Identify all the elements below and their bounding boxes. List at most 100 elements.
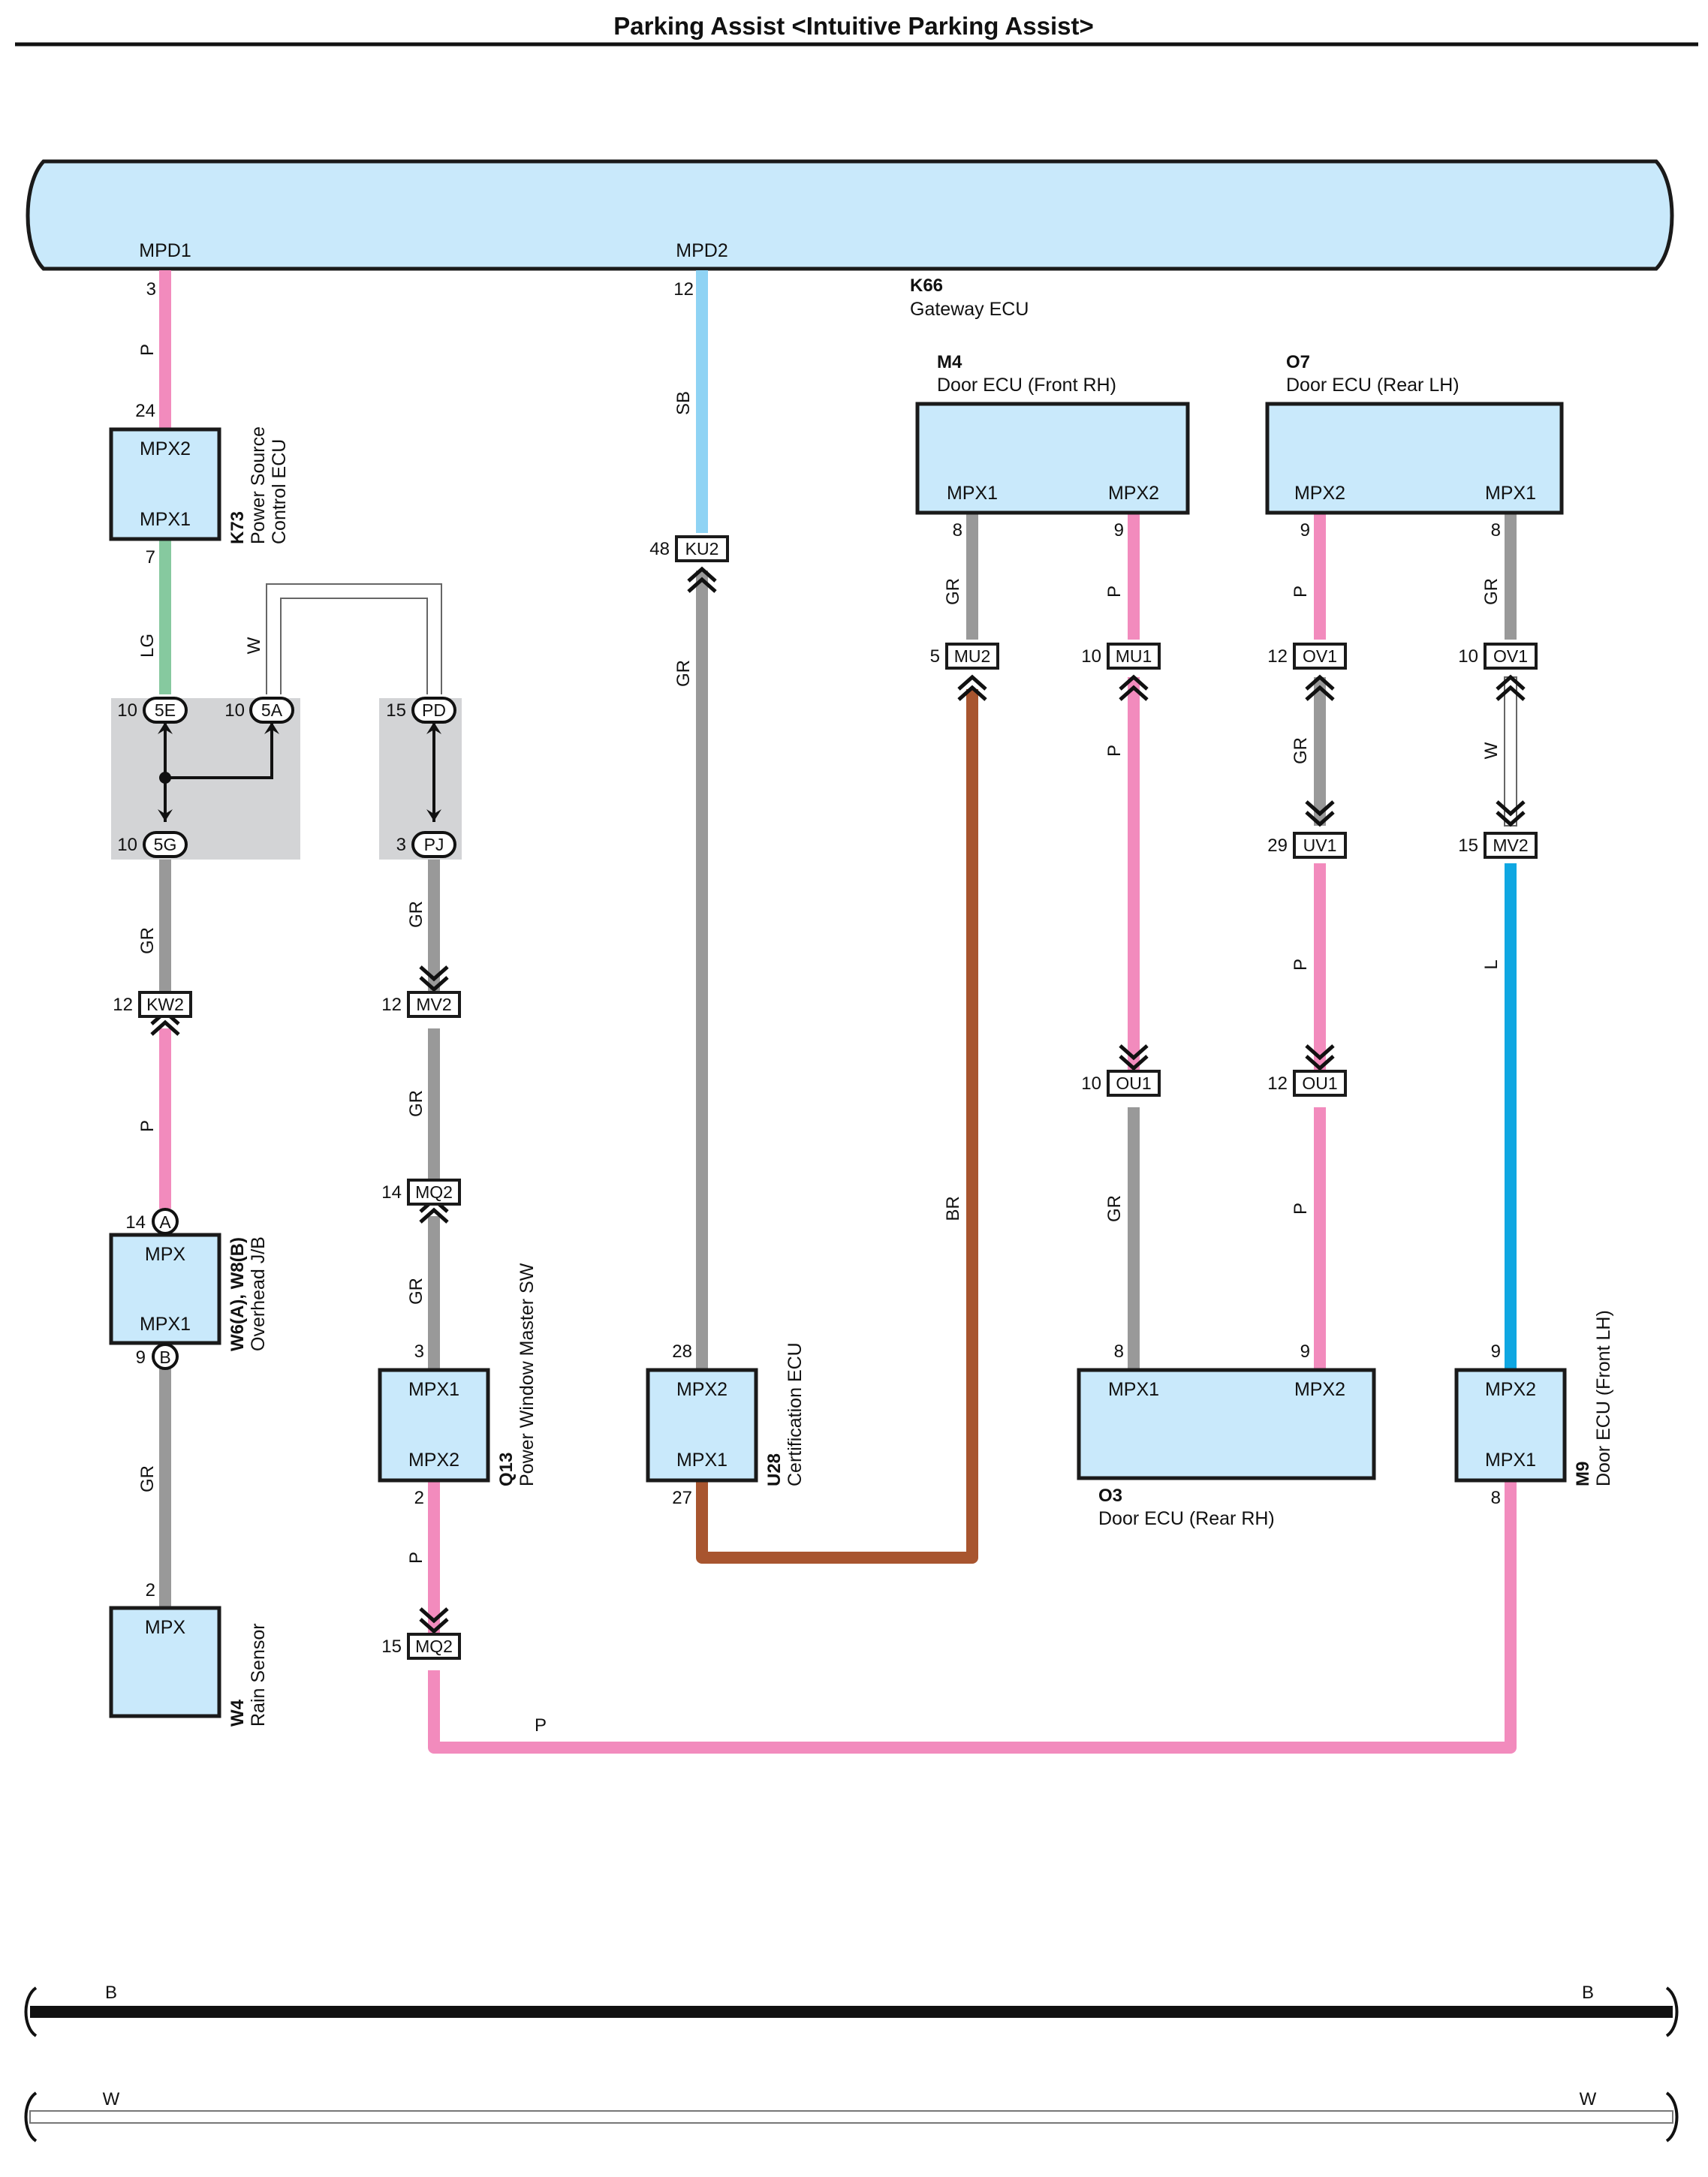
pin-kw2: 12: [113, 995, 133, 1015]
gateway-bus-bar: [26, 159, 1674, 271]
rain-top-signal: MPX: [145, 1617, 186, 1638]
component-m9: MPX2 MPX1: [1454, 1368, 1567, 1483]
overhead-top-signal: MPX: [145, 1244, 186, 1265]
wire-label-w7: GR: [406, 901, 426, 928]
bus-label-mpd1: MPD1: [139, 240, 191, 261]
overhead-bottom-pin: 9: [136, 1347, 146, 1368]
bus-pin-left: 3: [146, 279, 156, 300]
k73-code: K73: [227, 511, 248, 544]
m9-bottom-pin: 8: [1491, 1488, 1501, 1508]
junction-internal-wiring: [164, 721, 435, 822]
component-k73: MPX2 MPX1: [109, 427, 221, 541]
q13-name: Power Window Master SW: [517, 1263, 538, 1486]
overhead-letter-b-circle: [152, 1343, 179, 1370]
q13-top-signal: MPX1: [408, 1379, 459, 1400]
m4-right-pin: 9: [1114, 520, 1124, 540]
overhead-letter-a: A: [159, 1212, 171, 1232]
overhead-letter-b: B: [159, 1347, 170, 1367]
o7-left-pin: 9: [1300, 520, 1310, 540]
rain-code: W4: [227, 1699, 248, 1727]
o7-right-signal: MPX1: [1485, 483, 1536, 504]
svg-text:MQ2: MQ2: [415, 1182, 453, 1202]
q13-bottom-pin: 2: [414, 1488, 424, 1508]
pin-uv1: 29: [1267, 836, 1288, 856]
wire-br-u28-to-mu2: [696, 689, 978, 1564]
o7-name: Door ECU (Rear LH): [1286, 375, 1459, 396]
wire-label-w4: GR: [137, 927, 158, 954]
legend-b-right: B: [1582, 1983, 1594, 2003]
legend-b-left: B: [105, 1983, 117, 2003]
rain-top-pin: 2: [146, 1580, 155, 1600]
jb-pin-pj: 3: [396, 835, 406, 855]
diagram-title: Parking Assist <Intuitive Parking Assist…: [613, 12, 1093, 40]
svg-text:OV1: OV1: [1493, 646, 1528, 666]
connector-ou1b: OU1: [1293, 1070, 1347, 1097]
wire-label-w1: P: [137, 344, 158, 356]
svg-text:OU1: OU1: [1302, 1073, 1337, 1093]
legend-w-wire: W W: [24, 2089, 1679, 2142]
component-u28: MPX2 MPX1: [646, 1368, 758, 1483]
pin-ou1a: 10: [1081, 1073, 1101, 1094]
o7-right-pin: 8: [1491, 520, 1501, 540]
component-overhead-jb: MPX MPX1: [109, 1233, 221, 1345]
u28-name: Certification ECU: [785, 1342, 806, 1486]
o3-left-signal: MPX1: [1108, 1379, 1159, 1400]
k73-bottom-signal: MPX1: [140, 509, 191, 530]
connector-kw2: KW2: [138, 991, 192, 1018]
svg-text:PD: PD: [422, 700, 446, 720]
jb-pin-5a: 10: [224, 700, 245, 721]
legend-b-wire: B B: [24, 1983, 1679, 2037]
u28-code: U28: [764, 1453, 785, 1486]
q13-code: Q13: [496, 1453, 517, 1486]
m9-top-pin: 9: [1491, 1341, 1501, 1362]
component-m4: MPX1 MPX2: [915, 402, 1190, 515]
junction-dot: [159, 772, 171, 784]
connector-ov1a: OV1: [1293, 643, 1347, 670]
component-o7: MPX2 MPX1: [1265, 402, 1564, 515]
wire-label-w24: W: [1481, 742, 1502, 759]
pin-ov1b: 10: [1458, 646, 1478, 667]
u28-top-pin: 28: [672, 1341, 692, 1362]
connector-ou1a: OU1: [1107, 1070, 1161, 1097]
wire-label-w23: GR: [1481, 578, 1502, 605]
o7-code: O7: [1286, 352, 1310, 372]
wire-label-w15: BR: [943, 1196, 963, 1221]
svg-text:PJ: PJ: [424, 835, 444, 854]
svg-text:OV1: OV1: [1303, 646, 1337, 666]
wire-label-w5: P: [137, 1120, 158, 1132]
wire-label-w9: GR: [406, 1278, 426, 1305]
overhead-top-pin: 14: [125, 1212, 146, 1233]
component-q13: MPX1 MPX2: [378, 1368, 490, 1483]
pin-ku2: 48: [649, 539, 670, 559]
wire-w-loop-inner: [280, 598, 428, 694]
svg-text:OU1: OU1: [1116, 1073, 1151, 1093]
svg-text:UV1: UV1: [1303, 836, 1337, 855]
jb-connector-pj: PJ: [411, 831, 456, 858]
wire-label-w18: GR: [1104, 1195, 1125, 1222]
pin-mu1: 10: [1081, 646, 1101, 667]
k73-top-signal: MPX2: [140, 438, 191, 459]
u28-bottom-pin: 27: [672, 1488, 692, 1508]
k73-name-line2: Control ECU: [269, 439, 290, 544]
m4-left-pin: 8: [953, 520, 962, 540]
jb-connector-5a: 5A: [249, 697, 294, 724]
o3-right-pin: 9: [1300, 1341, 1310, 1362]
rain-name: Rain Sensor: [248, 1623, 269, 1727]
wire-label-w10: P: [406, 1552, 426, 1564]
svg-text:KU2: KU2: [685, 539, 719, 559]
pin-mv2a: 12: [381, 995, 402, 1015]
k73-name-line1: Power Source: [248, 426, 269, 544]
m9-code: M9: [1573, 1462, 1593, 1486]
connector-ov1b: OV1: [1484, 643, 1538, 670]
k73-bottom-pin: 7: [146, 547, 155, 568]
o3-right-signal: MPX2: [1294, 1379, 1345, 1400]
m9-name: Door ECU (Front LH): [1593, 1310, 1614, 1486]
pin-mq2b: 15: [381, 1637, 402, 1657]
svg-text:5A: 5A: [261, 700, 283, 720]
connector-uv1: UV1: [1293, 832, 1347, 859]
wire-label-w11: P: [535, 1715, 547, 1736]
jb-connector-pd: PD: [411, 697, 456, 724]
jb-pin-5g: 10: [117, 835, 137, 855]
o3-left-pin: 8: [1114, 1341, 1124, 1362]
legend-w-right: W: [1580, 2089, 1597, 2109]
